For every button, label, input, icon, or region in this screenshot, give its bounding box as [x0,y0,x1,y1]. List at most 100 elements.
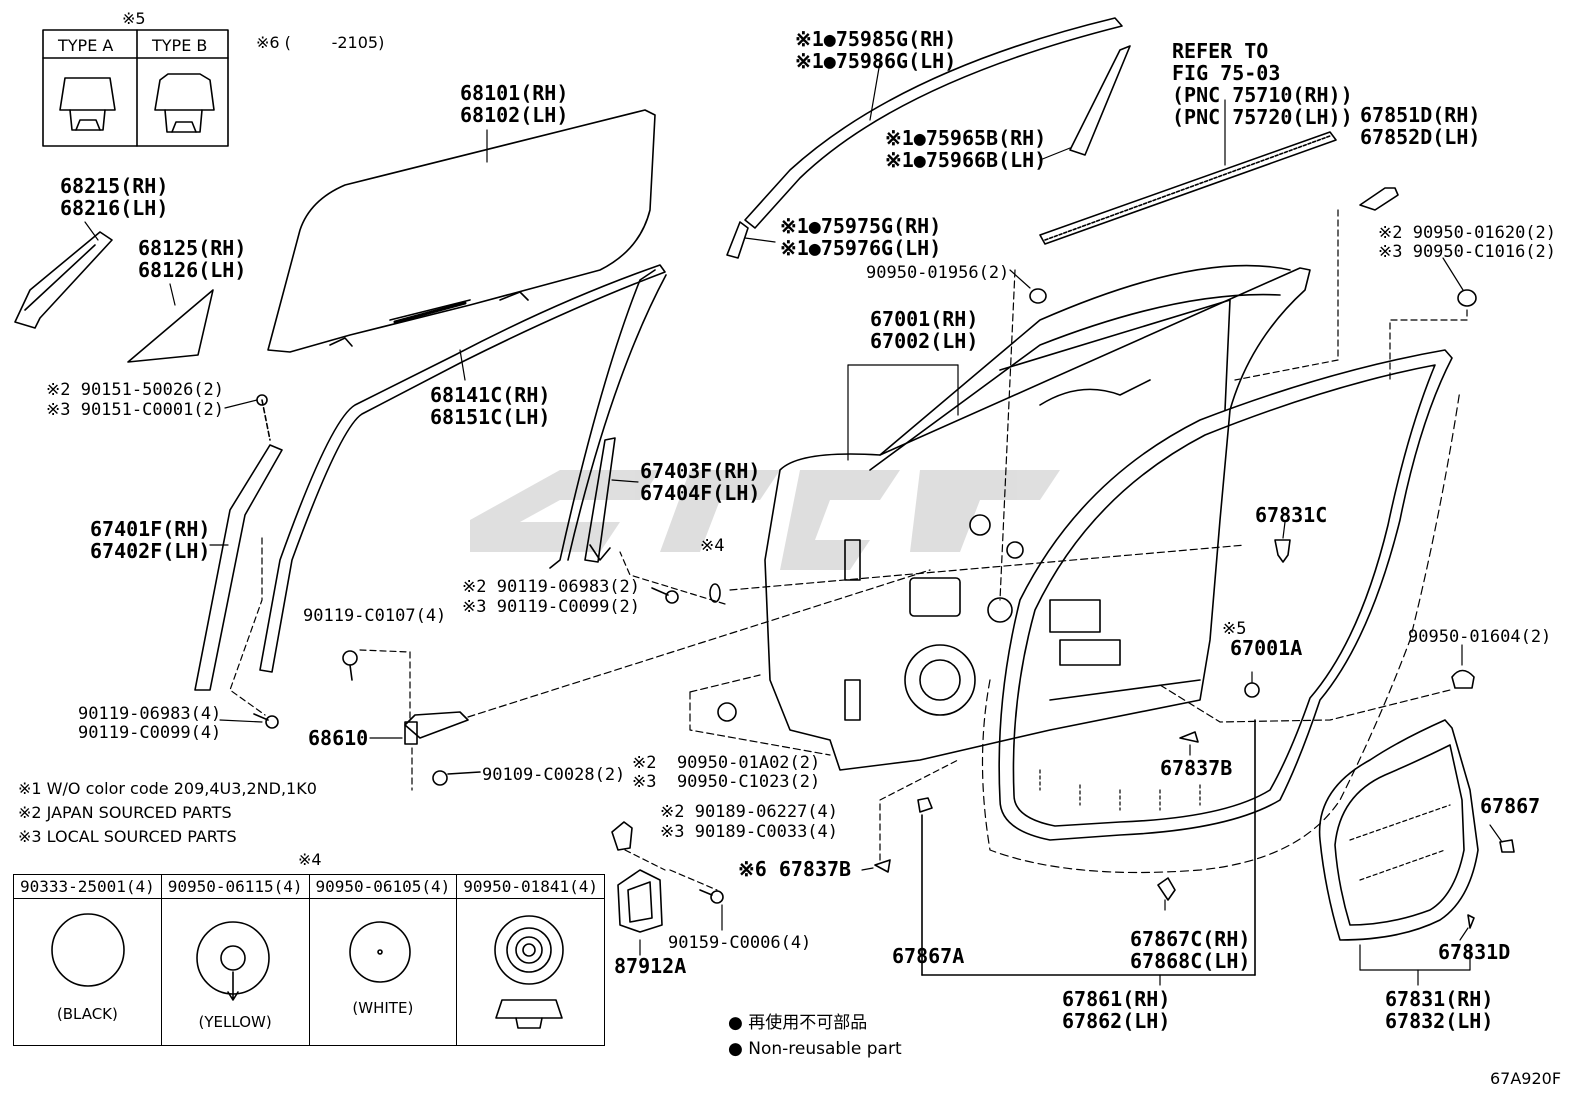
label-90119-06983-a[interactable]: ※2 90119-06983(2) [462,577,641,597]
label-67868c[interactable]: 67868C(LH) [1130,949,1251,973]
label-67831[interactable]: 67831(RH) [1385,987,1494,1011]
plug-part-3[interactable]: 90950-06105(4) [308,874,458,899]
note-x1: ※1 W/O color code 209,4U3,2ND,1K0 [18,779,317,798]
bracket-67851d [1359,187,1399,211]
label-67867[interactable]: 67867 [1480,794,1541,818]
type-b-icon [154,73,215,133]
figure-code: 67A920F [1490,1069,1562,1088]
clip-67837b [1179,731,1199,743]
watermark [470,470,1060,570]
label-90189-c0033[interactable]: ※3 90189-C0033(4) [660,822,839,842]
label-90950-01604[interactable]: 90950-01604(2) [1408,627,1552,647]
label-67401f[interactable]: 67401F(RH) [90,517,211,541]
label-90950-c1016[interactable]: ※3 90950-C1016(2) [1378,242,1557,262]
label-90950-01620[interactable]: ※2 90950-01620(2) [1378,223,1557,243]
label-75976g[interactable]: ※1●75976G(LH) [780,236,942,260]
label-67837b[interactable]: 67837B [1160,756,1233,780]
label-67837b-x6[interactable]: ※6 67837B [738,857,852,881]
label-67831d[interactable]: 67831D [1438,940,1511,964]
label-90950-01956[interactable]: 90950-01956(2) [866,263,1010,283]
label-68216[interactable]: 68216(LH) [60,196,169,220]
clip-67867 [1499,839,1515,853]
clip-67867c [1157,877,1176,901]
label-67001[interactable]: 67001(RH) [870,307,979,331]
label-87912a[interactable]: 87912A [614,954,687,978]
plug-part-1[interactable]: 90333-25001(4) [13,874,162,899]
nut-67001a [1244,682,1260,698]
label-67861[interactable]: 67861(RH) [1062,987,1171,1011]
label-75985g[interactable]: ※1●75985G(RH) [795,27,957,51]
label-75965b[interactable]: ※1●75965B(RH) [885,126,1047,150]
label-90189-06227[interactable]: ※2 90189-06227(4) [660,802,839,822]
plug-part-2[interactable]: 90950-06115(4) [160,874,310,899]
door-check-68610 [404,711,469,745]
bracket-87912a [617,869,663,933]
label-67862[interactable]: 67862(LH) [1062,1009,1171,1033]
label-75975g[interactable]: ※1●75975G(RH) [780,214,942,238]
service-cover-67831 [1318,719,1479,941]
label-68151c[interactable]: 68151C(LH) [430,405,551,429]
refer-line-1: REFER TO [1172,39,1269,63]
label-90151-c0001[interactable]: ※3 90151-C0001(2) [46,400,225,420]
corner-piece-68215 [14,231,113,329]
label-75986g[interactable]: ※1●75986G(LH) [795,49,957,73]
clip-67837b-x6 [874,859,891,873]
label-90159-c0006[interactable]: 90159-C0006(4) [668,933,812,953]
bolt-90109-c0028 [432,770,481,786]
label-75966b[interactable]: ※1●75966B(LH) [885,148,1047,172]
label-67831c[interactable]: 67831C [1255,503,1328,527]
type-a-label: TYPE A [58,36,114,55]
plug-caption-4 [456,898,605,1046]
label-68610[interactable]: 68610 [308,726,369,750]
plug-table: 90333-25001(4) 90950-06115(4) 90950-0610… [13,874,605,1046]
label-90119-c0107[interactable]: 90119-C0107(4) [303,606,447,626]
label-67002[interactable]: 67002(LH) [870,329,979,353]
run-channel-68141c [259,264,666,673]
door-glass-68101 [267,109,656,353]
label-68126[interactable]: 68126(LH) [138,258,247,282]
label-67832[interactable]: 67832(LH) [1385,1009,1494,1033]
note-x3: ※3 LOCAL SOURCED PARTS [18,827,237,846]
label-67867a[interactable]: 67867A [892,944,965,968]
label-67402f[interactable]: 67402F(LH) [90,539,211,563]
label-90950-01a02[interactable]: ※2 90950-01A02(2) [632,753,821,773]
legend-english: ● Non-reusable part [728,1039,902,1059]
clip-67867a [917,797,933,813]
label-90119-c0099-a[interactable]: ※3 90119-C0099(2) [462,597,641,617]
plug-caption-2: (YELLOW) [160,898,310,1046]
refer-line-4: (PNC 75720(LH)) [1172,105,1353,129]
label-x4-tag: ※4 [700,536,725,556]
label-67001a[interactable]: 67001A [1230,636,1303,660]
bolt-90119-c0107 [342,650,358,681]
o-ring-x4 [709,583,721,603]
label-68141c[interactable]: 68141C(RH) [430,383,551,407]
label-68101[interactable]: 68101(RH) [460,81,569,105]
molding-75975g [726,221,749,259]
channel-67403f [584,437,616,563]
label-67852d[interactable]: 67852D(LH) [1360,125,1481,149]
label-90950-c1023[interactable]: ※3 90950-C1023(2) [632,772,821,792]
type-box-heading: ※5 [122,9,146,28]
label-68125[interactable]: 68125(RH) [138,236,247,260]
label-67851d[interactable]: 67851D(RH) [1360,103,1481,127]
label-x5-tag: ※5 [1222,619,1247,639]
label-67404f[interactable]: 67404F(LH) [640,481,761,505]
label-68215[interactable]: 68215(RH) [60,174,169,198]
plug-part-4[interactable]: 90950-01841(4) [456,874,605,899]
grommet-90950-01620 [1457,289,1477,307]
label-67403f[interactable]: 67403F(RH) [640,459,761,483]
label-68102[interactable]: 68102(LH) [460,103,569,127]
label-90109-c0028[interactable]: 90109-C0028(2) [482,765,626,785]
bolt-90119-06983-b [253,713,279,729]
belt-weatherstrip [1039,131,1337,245]
molding-75985g [744,17,1123,229]
label-67867c[interactable]: 67867C(RH) [1130,927,1251,951]
screw-90159-c0006 [699,889,724,904]
label-90119-c0099-b[interactable]: 90119-C0099(4) [78,723,222,743]
label-90119-06983-b[interactable]: 90119-06983(4) [78,704,222,724]
channel-67401f [194,444,283,691]
label-90151-50026[interactable]: ※2 90151-50026(2) [46,380,225,400]
plug-caption-3: (WHITE) [308,898,458,1046]
